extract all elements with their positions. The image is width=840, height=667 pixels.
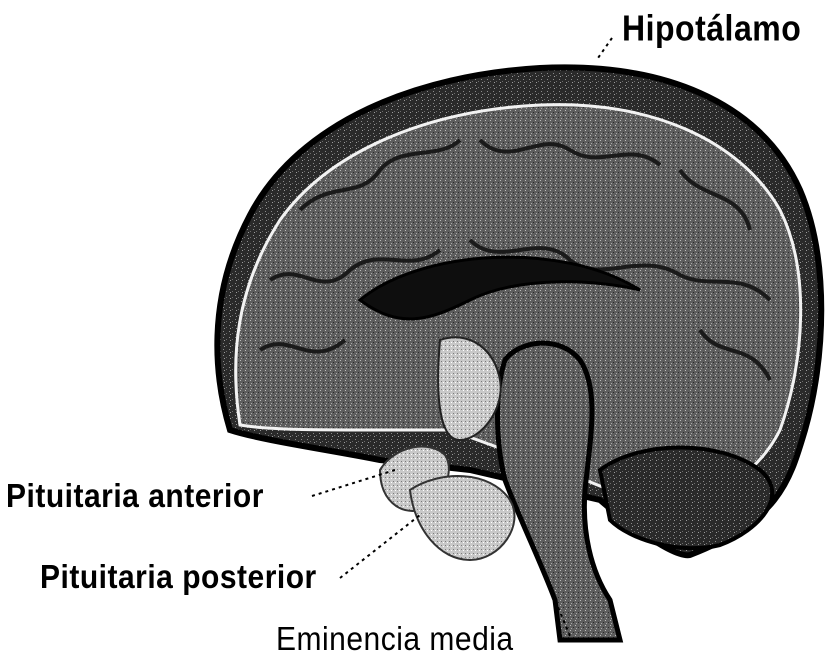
leader-hipotalamo: [598, 38, 612, 58]
leader-pituitaria-posterior: [340, 515, 420, 578]
pituitary-posterior: [410, 476, 514, 560]
label-hipotalamo: Hipotálamo: [622, 8, 801, 49]
cerebellum: [600, 448, 772, 549]
label-pituitaria-posterior: Pituitaria posterior: [40, 559, 317, 597]
label-eminencia-media: Eminencia media: [276, 621, 514, 659]
label-pituitaria-anterior: Pituitaria anterior: [6, 478, 264, 516]
